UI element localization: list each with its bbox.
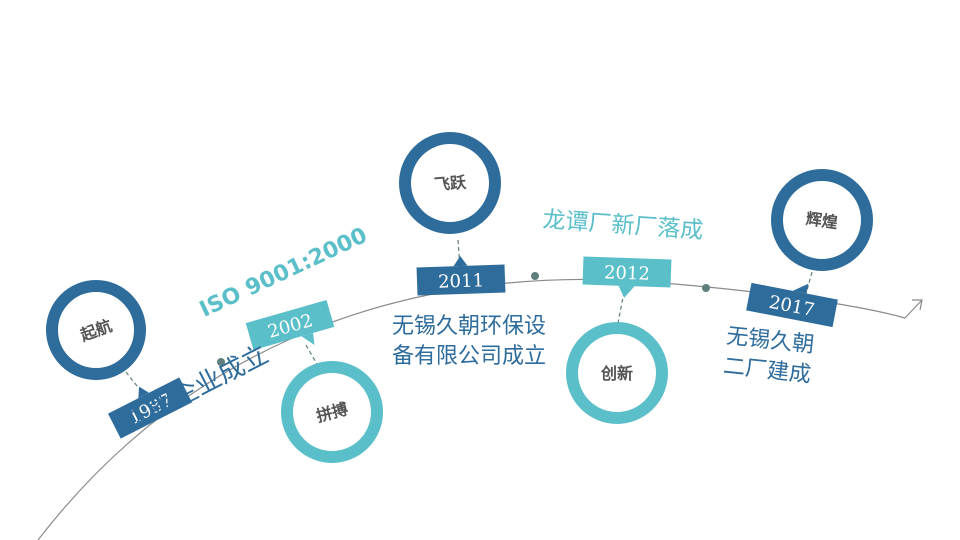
- caption-2017: 无锡久朝 二厂建成: [722, 322, 816, 391]
- keyword-2011: 飞跃: [433, 173, 468, 195]
- keyword-2017: 辉煌: [805, 209, 839, 232]
- keyword-2012: 创新: [600, 364, 633, 383]
- connector-2012: [617, 291, 625, 324]
- year-text-2012: 2012: [604, 262, 651, 285]
- caption-2011: 无锡久朝环保设备有限公司成立: [391, 314, 546, 369]
- ring-2002: 拼搏: [281, 361, 383, 463]
- year-label-2011: 2011: [416, 256, 506, 296]
- ring-1987: 起航: [46, 280, 146, 380]
- arrow-head-icon: [912, 299, 923, 311]
- year-label-2012: 2012: [582, 256, 672, 298]
- connector-2017: [805, 271, 813, 295]
- ring-2017: 辉煌: [771, 169, 873, 271]
- ring-2012: 创新: [566, 322, 668, 424]
- connector-2002: [305, 344, 319, 367]
- year-label-2002: 2002: [245, 299, 335, 351]
- curve-node: [702, 284, 710, 292]
- year-text-2011: 2011: [438, 270, 485, 293]
- curve-node: [217, 358, 225, 366]
- curve-node: [531, 272, 539, 280]
- ring-2011: 飞跃: [399, 132, 501, 234]
- year-label-2017: 2017: [746, 282, 838, 328]
